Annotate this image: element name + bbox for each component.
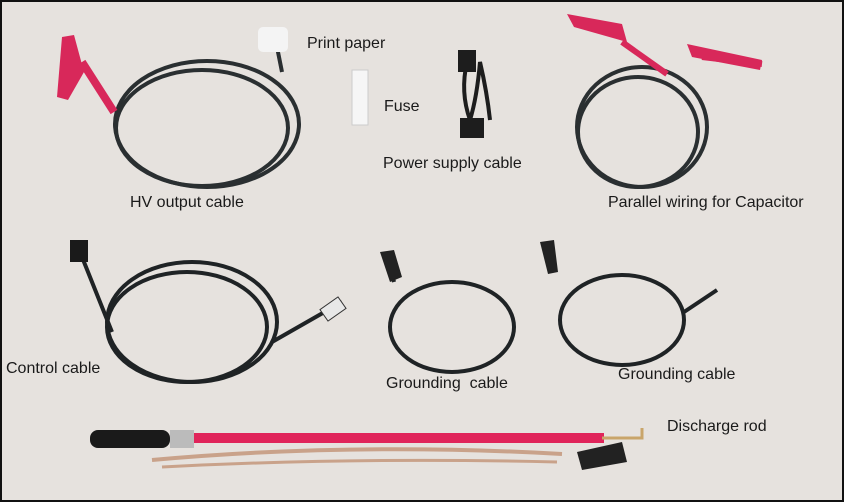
red-clamp bbox=[567, 14, 627, 42]
print-paper-roll bbox=[351, 69, 369, 126]
red-clamp bbox=[57, 35, 84, 100]
discharge-rod bbox=[90, 428, 644, 470]
power-supply-cable bbox=[458, 50, 492, 138]
grounding-cable-1 bbox=[385, 251, 516, 374]
control-connector bbox=[70, 240, 88, 262]
label-hv-output-cable: HV output cable bbox=[130, 194, 244, 211]
hv-output-cable bbox=[78, 31, 301, 189]
black-clamp bbox=[380, 250, 402, 282]
label-grounding-cable-1: Grounding cable bbox=[386, 375, 508, 392]
label-discharge-rod: Discharge rod bbox=[667, 418, 767, 435]
label-print-paper: Print paper bbox=[307, 35, 386, 52]
label-parallel-wiring: Parallel wiring for Capacitor bbox=[608, 194, 804, 211]
black-clamp bbox=[540, 240, 558, 274]
label-control-cable: Control cable bbox=[6, 360, 101, 377]
grounding-cable-2 bbox=[545, 241, 719, 367]
hv-connector bbox=[258, 27, 288, 52]
label-power-supply-cable: Power supply cable bbox=[383, 155, 522, 172]
red-clamp bbox=[687, 44, 762, 70]
label-fuse: Fuse bbox=[384, 98, 420, 115]
control-plug bbox=[319, 296, 347, 322]
control-cable bbox=[80, 256, 343, 384]
label-grounding-cable-2: Grounding cable bbox=[618, 366, 736, 383]
